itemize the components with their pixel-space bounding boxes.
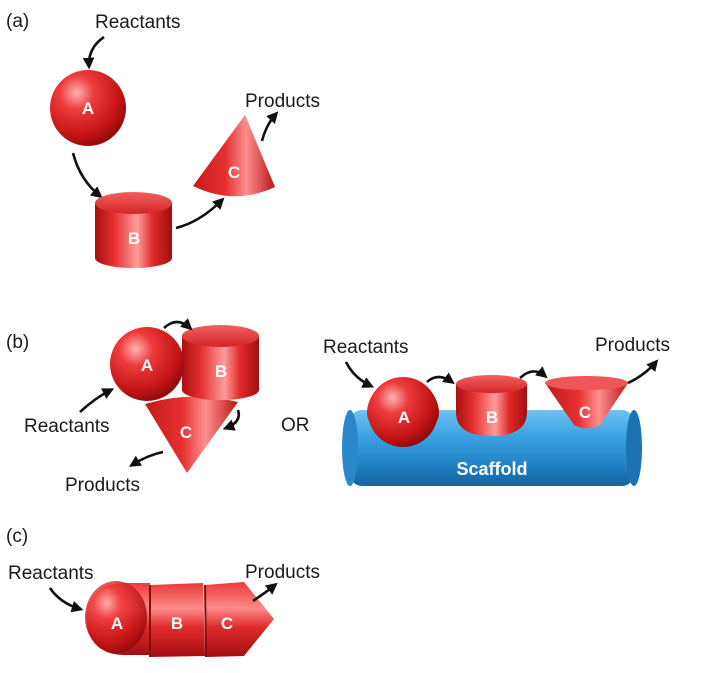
panel-b-left-cluster: C B A xyxy=(110,318,259,473)
panel-a-reactants-label: Reactants xyxy=(95,12,181,33)
panel-a: (a) Reactants A B C Products xyxy=(6,11,320,269)
panel-a-tag: (a) xyxy=(6,11,29,32)
panel-b-left-enzyme-c: C xyxy=(145,396,238,473)
panel-b-right-enzyme-b-letter: B xyxy=(486,408,498,427)
panel-b-right-arrow-b-to-c xyxy=(519,366,548,379)
panel-b-right-products-arrow xyxy=(627,359,659,385)
panel-a-products-arrow xyxy=(260,111,279,142)
panel-b-right-enzyme-a-letter: A xyxy=(398,408,410,427)
panel-a-enzyme-a: A xyxy=(50,70,126,146)
panel-b-left-reactants-arrow xyxy=(79,388,115,413)
panel-b: (b) C B A Reactants Products xyxy=(6,318,670,496)
panel-b-right-reactants-arrow xyxy=(344,361,375,388)
panel-a-enzyme-c-letter: C xyxy=(228,163,240,182)
panel-c-enzyme-c-letter: C xyxy=(221,614,233,633)
panel-b-right-reactants-label: Reactants xyxy=(323,337,409,358)
panel-b-right-enzyme-c: C xyxy=(545,376,628,429)
panel-a-enzyme-c: C xyxy=(193,115,275,197)
panel-c: (c) Reactants A B C Products xyxy=(6,526,320,658)
panel-b-left-reactants-label: Reactants xyxy=(24,416,110,437)
panel-b-right-enzyme-b: B xyxy=(456,375,527,436)
panel-a-enzyme-b-letter: B xyxy=(128,229,140,248)
panel-a-arrow-a-to-b xyxy=(71,152,103,199)
panel-a-products-label: Products xyxy=(245,91,320,112)
panel-c-tag: (c) xyxy=(6,526,28,547)
panel-c-fused-enzyme: A B C xyxy=(85,581,274,658)
panel-b-right-enzyme-c-letter: C xyxy=(579,403,591,422)
panel-c-reactants-label: Reactants xyxy=(8,563,94,584)
panel-b-right-products-label: Products xyxy=(595,335,670,356)
panel-b-tag: (b) xyxy=(6,332,29,353)
panel-b-right-enzyme-a: A xyxy=(367,377,439,447)
panel-b-or-label: OR xyxy=(281,415,310,436)
panel-b-left-products-arrow xyxy=(129,450,164,467)
panel-c-enzyme-b-letter: B xyxy=(171,614,183,633)
panel-a-reactants-arrow xyxy=(82,35,105,70)
panel-a-enzyme-b: B xyxy=(95,192,172,269)
panel-c-products-label: Products xyxy=(245,562,320,583)
panel-b-left-enzyme-b: B xyxy=(182,325,259,401)
panel-b-left-enzyme-b-letter: B xyxy=(215,362,227,381)
panel-a-enzyme-a-letter: A xyxy=(82,99,94,118)
panel-c-products-arrow xyxy=(252,582,278,603)
panel-b-left-enzyme-c-letter: C xyxy=(180,423,192,442)
panel-c-enzyme-a-letter: A xyxy=(111,614,123,633)
panel-b-left-arrow-a-to-b xyxy=(163,318,193,331)
panel-b-left-enzyme-a: A xyxy=(110,327,184,401)
scaffold-label: Scaffold xyxy=(456,459,527,479)
panel-a-arrow-b-to-c xyxy=(175,197,225,230)
panel-c-reactants-arrow xyxy=(48,587,84,613)
panel-b-left-products-label: Products xyxy=(65,475,140,496)
panel-b-left-arrow-b-to-c xyxy=(222,409,241,431)
panel-b-right-arrow-a-to-b xyxy=(426,372,455,385)
panel-b-left-enzyme-a-letter: A xyxy=(141,356,153,375)
